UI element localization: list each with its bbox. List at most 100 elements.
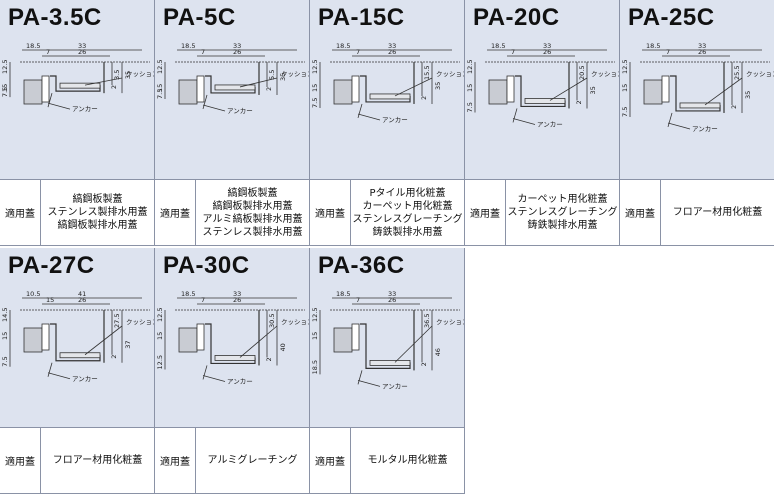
dim-5-anchor-label: アンカー bbox=[72, 375, 98, 383]
cover-item: 縞鋼板製蓋 bbox=[227, 187, 278, 199]
dim-6-a: 18.5 bbox=[181, 290, 195, 298]
dim-3-anchor-label: アンカー bbox=[537, 120, 563, 128]
applicable-cover-label: 適用蓋 bbox=[155, 180, 196, 245]
cover-item: 鋳鉄製排水用蓋 bbox=[527, 220, 598, 231]
dim-0-c: 26 bbox=[78, 48, 86, 56]
cover-list: モルタル用化粧蓋 bbox=[351, 428, 464, 493]
product-model-title: PA-25C bbox=[628, 4, 715, 31]
dim-2-l1: 12.5 bbox=[311, 60, 319, 74]
dim-2-l2: 15 bbox=[311, 84, 319, 92]
cover-item: 縞鋼板製蓋 bbox=[72, 194, 123, 205]
dim-5-h3: 2 bbox=[110, 355, 118, 359]
dim-0-a: 18.5 bbox=[26, 42, 40, 50]
cover-item: フロアー材用化粧蓋 bbox=[672, 207, 763, 218]
dim-6-h2: 40 bbox=[279, 343, 287, 351]
dim-6-anchor-label: アンカー bbox=[227, 377, 253, 385]
dim-7-h2: 46 bbox=[434, 348, 442, 356]
dim-3-h2: 35 bbox=[589, 86, 597, 94]
dim-6-l3: 12.5 bbox=[156, 355, 164, 369]
dim-1-c: 26 bbox=[233, 48, 241, 56]
product-panel: PA-36C18.53326736.546212.51518.5クッション材アン… bbox=[310, 248, 465, 428]
dim-1-l3: 7.5 bbox=[156, 89, 164, 99]
dim-7-l2: 15 bbox=[311, 332, 319, 340]
dim-2-cushion-label: クッション材 bbox=[436, 69, 464, 78]
dim-1-d: 7 bbox=[201, 48, 205, 56]
product-model-title: PA-15C bbox=[318, 4, 405, 31]
dim-1-cushion-label: クッション材 bbox=[281, 69, 309, 78]
dim-5-cushion-label: クッション材 bbox=[126, 317, 154, 326]
cover-item: ステンレス製排水用蓋 bbox=[47, 207, 148, 218]
applicable-cover-row: 適用蓋縞鋼板製蓋ステンレス製排水用蓋縞鋼板製排水用蓋 bbox=[0, 180, 155, 246]
product-model-title: PA-20C bbox=[473, 4, 560, 31]
dim-3-cushion-label: クッション材 bbox=[591, 69, 619, 78]
dim-2-d: 7 bbox=[356, 48, 360, 56]
dim-0-b: 33 bbox=[78, 42, 86, 50]
dim-6-c: 26 bbox=[233, 296, 241, 304]
cover-item: カーペット用化粧蓋 bbox=[517, 194, 608, 205]
dim-3-h1: 20.5 bbox=[578, 66, 586, 80]
dim-0-d: 7 bbox=[46, 48, 50, 56]
cover-list: 縞鋼板製蓋ステンレス製排水用蓋縞鋼板製排水用蓋 bbox=[41, 180, 154, 245]
dim-7-c: 26 bbox=[388, 296, 396, 304]
dim-5-h1: 27.5 bbox=[113, 314, 121, 328]
dim-6-h3: 2 bbox=[265, 357, 273, 361]
dim-7-b: 33 bbox=[388, 290, 396, 298]
dim-4-l1: 12.5 bbox=[621, 60, 629, 74]
cover-list: 縞鋼板製蓋縞鋼板製排水用蓋アルミ縞板製排水用蓋ステンレス製排水用蓋 bbox=[196, 180, 309, 245]
dim-4-h2: 35 bbox=[744, 91, 752, 99]
cover-item: ステンレス製排水用蓋 bbox=[202, 226, 303, 238]
applicable-cover-row: 適用蓋モルタル用化粧蓋 bbox=[310, 428, 465, 494]
cover-item: モルタル用化粧蓋 bbox=[367, 455, 448, 466]
cover-list: フロアー材用化粧蓋 bbox=[41, 428, 154, 493]
product-model-title: PA-3.5C bbox=[8, 4, 102, 31]
product-model-title: PA-36C bbox=[318, 252, 405, 279]
dim-1-h2: 35 bbox=[279, 73, 287, 81]
dim-6-b: 33 bbox=[233, 290, 241, 298]
applicable-cover-row: 適用蓋アルミグレーチング bbox=[155, 428, 310, 494]
applicable-cover-row: 適用蓋カーペット用化粧蓋ステンレスグレーチング鋳鉄製排水用蓋 bbox=[465, 180, 620, 246]
dim-4-cushion-label: クッション材 bbox=[746, 69, 774, 78]
dim-1-anchor-label: アンカー bbox=[227, 107, 253, 115]
applicable-cover-label: 適用蓋 bbox=[0, 428, 41, 493]
dim-2-a: 18.5 bbox=[336, 42, 350, 50]
dim-1-l1: 12.5 bbox=[156, 60, 164, 74]
cover-list: フロアー材用化粧蓋 bbox=[661, 180, 774, 245]
dim-0-h3: 2 bbox=[110, 85, 118, 89]
cover-item: Pタイル用化粧蓋 bbox=[369, 187, 446, 199]
dim-6-l1: 12.5 bbox=[156, 308, 164, 322]
dim-0-anchor-label: アンカー bbox=[72, 105, 98, 113]
product-panel: PA-15C18.53326715.535212.5157.5クッション材アンカ… bbox=[310, 0, 465, 180]
dim-0-h1: 3.5 bbox=[113, 70, 121, 80]
dim-1-h1: 5.5 bbox=[268, 70, 276, 80]
dim-4-l3: 7.5 bbox=[621, 107, 629, 117]
dim-2-c: 26 bbox=[388, 48, 396, 56]
dim-7-h1: 36.5 bbox=[423, 314, 431, 328]
cover-item: 鋳鉄製排水用蓋 bbox=[372, 226, 443, 238]
applicable-cover-label: 適用蓋 bbox=[155, 428, 196, 493]
dim-7-l1: 12.5 bbox=[311, 308, 319, 322]
dim-6-d: 7 bbox=[201, 296, 205, 304]
dim-5-l2: 15 bbox=[1, 332, 9, 340]
applicable-cover-row: 適用蓋フロアー材用化粧蓋 bbox=[0, 428, 155, 494]
dim-2-h1: 15.5 bbox=[423, 66, 431, 80]
dim-0-h2: 35 bbox=[124, 71, 132, 79]
dim-7-l3: 18.5 bbox=[311, 360, 319, 374]
product-panel: PA-27C10.541261527.537214.5157.5クッション材アン… bbox=[0, 248, 155, 428]
dim-3-a: 18.5 bbox=[491, 42, 505, 50]
dim-4-h3: 2 bbox=[730, 105, 738, 109]
product-panel: PA-25C18.53326725.535212.5157.5クッション材アンカ… bbox=[620, 0, 774, 180]
dim-5-l3: 7.5 bbox=[1, 356, 9, 366]
cover-item: アルミ縞板製排水用蓋 bbox=[202, 213, 303, 225]
dim-5-l1: 14.5 bbox=[1, 308, 9, 322]
dim-5-h2: 37 bbox=[124, 340, 132, 348]
dim-4-a: 18.5 bbox=[646, 42, 660, 50]
cover-item: カーペット用化粧蓋 bbox=[362, 200, 453, 212]
dim-7-a: 18.5 bbox=[336, 290, 350, 298]
dim-3-h3: 2 bbox=[575, 100, 583, 104]
dim-3-d: 7 bbox=[511, 48, 515, 56]
